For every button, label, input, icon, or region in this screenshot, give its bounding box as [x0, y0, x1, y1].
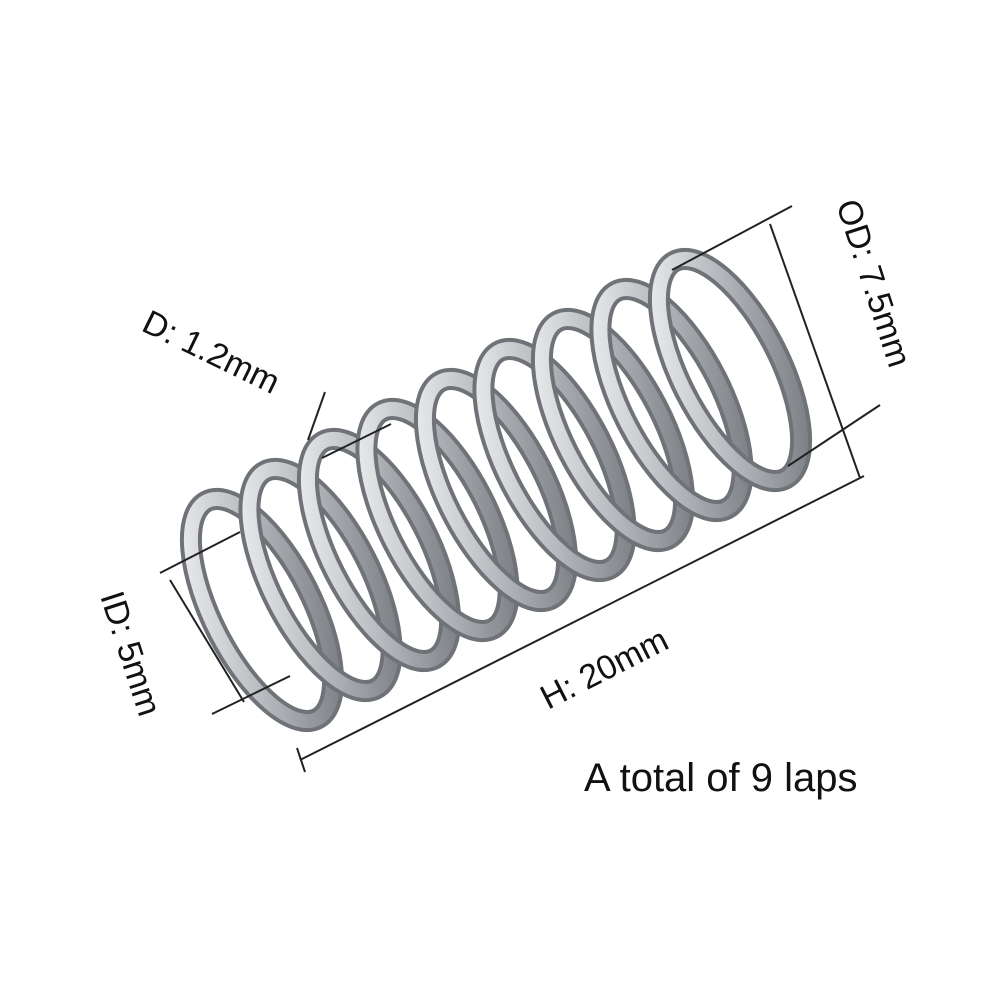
laps-caption: A total of 9 laps	[584, 756, 858, 800]
spring-coil-highlight	[417, 371, 575, 609]
inner-diameter-label: ID: 5mm	[92, 587, 168, 721]
outer-diameter-label: OD: 7.5mm	[828, 195, 918, 372]
spring-coil-highlight	[534, 311, 692, 549]
height-label: H: 20mm	[534, 621, 674, 717]
wire-diameter-label: D: 1.2mm	[136, 303, 285, 402]
dimension-lines	[159, 205, 881, 773]
spring-coil-highlight	[183, 491, 341, 729]
spring-coil-highlight	[242, 461, 399, 699]
spring-coil-highlight	[300, 431, 458, 669]
spring-coil-highlight	[359, 401, 516, 639]
spring-coil-highlight	[651, 251, 809, 489]
spring-coil-highlight	[476, 341, 633, 579]
spring-image	[179, 247, 813, 733]
spring-coil-highlight	[593, 281, 750, 519]
